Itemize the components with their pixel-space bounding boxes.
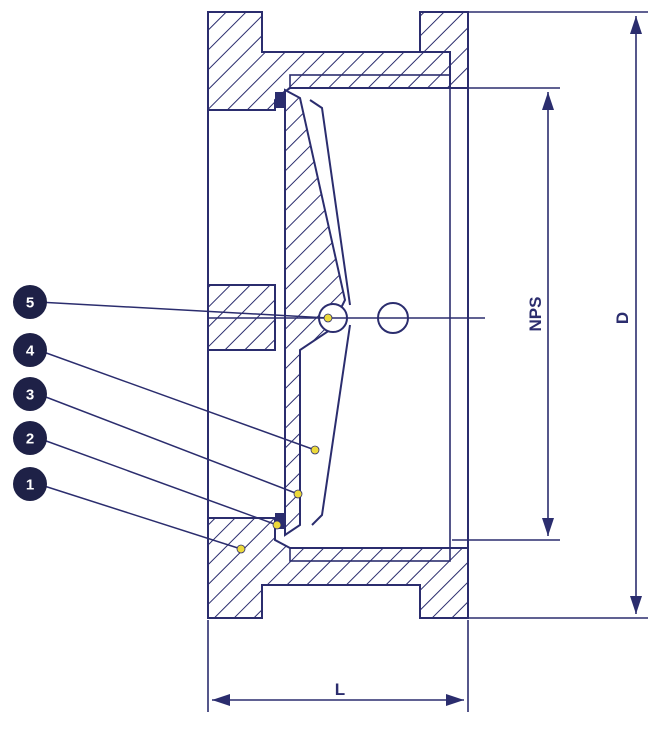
bore-top [289,74,451,89]
callout-5: 5 [13,285,47,319]
reference-point-2 [272,520,282,530]
callout-number-5: 5 [26,295,34,312]
diameter-arrow-bottom [630,596,642,614]
bore-bottom [289,547,451,562]
reference-point-5 [323,313,333,323]
callout-number-4: 4 [26,343,35,360]
leader-line-3 [37,393,299,495]
seal-top [275,92,285,108]
diameter-label: D [613,312,632,324]
reference-point-3 [293,489,303,499]
diameter-arrow-top [630,16,642,34]
callout-number-3: 3 [26,387,34,404]
callout-number-1: 1 [26,477,34,494]
nps-label: NPS [526,297,545,332]
nps-arrow-top [542,92,554,110]
nps-arrow-bottom [542,518,554,536]
leader-line-1 [37,483,242,550]
callout-2: 2 [13,421,47,455]
length-label: L [335,680,345,699]
spring-top [309,99,351,306]
callout-number-2: 2 [26,431,34,448]
length-arrow-right [446,694,464,706]
callout-4: 4 [13,333,47,367]
leader-line-4 [37,349,316,451]
seal-bottom [275,513,285,529]
reference-point-1 [236,544,246,554]
body-bottom-wall [207,517,469,619]
callout-1: 1 [13,467,47,501]
spring-bottom [311,324,351,526]
valve-disc [284,88,347,537]
leader-line-2 [37,437,278,526]
length-arrow-left [212,694,230,706]
reference-point-4 [310,445,320,455]
leader-line-5 [37,301,329,319]
callout-3: 3 [13,377,47,411]
